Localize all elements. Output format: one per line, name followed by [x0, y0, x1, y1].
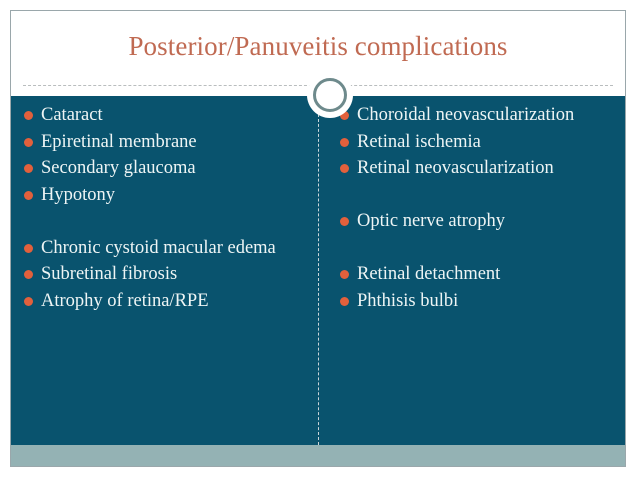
list-item-label: Phthisis bulbi [357, 290, 459, 311]
list-item: Phthisis bulbi [333, 289, 621, 315]
list-item-label: Chronic cystoid macular edema [41, 237, 276, 258]
list-item-label: Retinal neovascularization [357, 158, 554, 178]
left-bullet-spacer [17, 209, 309, 235]
right-bullet-spacer [333, 236, 621, 262]
list-item: Retinal neovascularization [333, 156, 621, 182]
circle-ring-icon [313, 78, 347, 112]
list-item: Retinal ischemia [333, 130, 621, 156]
list-item-label: Choroidal neovascularization [357, 105, 575, 125]
bullet-dot-icon [24, 111, 33, 120]
list-item: Chronic cystoid macular edema [17, 236, 309, 262]
bullet-dot-icon [340, 270, 349, 279]
list-item-label: Retinal detachment [357, 264, 501, 284]
list-item: Epiretinal membrane [17, 130, 309, 156]
bullet-dot-icon [24, 296, 33, 306]
slide-frame: Posterior/Panuveitis complications Catar… [10, 10, 626, 467]
list-item-label: Optic nerve atrophy [357, 211, 505, 231]
bullet-dot-icon [24, 190, 33, 200]
bullet-dot-icon [24, 164, 33, 173]
bullet-dot-icon [340, 296, 349, 306]
list-item-label: Atrophy of retina/RPE [41, 290, 209, 311]
slide-bottom-band [11, 445, 625, 466]
list-item: Cataract [17, 103, 309, 129]
list-item: Secondary glaucoma [17, 156, 309, 182]
bullet-dot-icon [24, 137, 33, 147]
list-item: Optic nerve atrophy [333, 209, 621, 235]
bullet-dot-icon [340, 137, 349, 147]
list-item-label: Secondary glaucoma [41, 158, 196, 178]
list-item-label: Retinal ischemia [357, 131, 481, 152]
list-item: Choroidal neovascularization [333, 103, 621, 129]
list-item: Subretinal fibrosis [17, 262, 309, 288]
list-item: Retinal detachment [333, 262, 621, 288]
list-item: Atrophy of retina/RPE [17, 289, 309, 315]
bullet-dot-icon [340, 217, 349, 226]
bullet-dot-icon [340, 111, 349, 120]
list-item-label: Epiretinal membrane [41, 131, 197, 152]
list-item-label: Hypotony [41, 184, 115, 205]
list-item-label: Subretinal fibrosis [41, 264, 178, 284]
page-title: Posterior/Panuveitis complications [128, 31, 508, 61]
column-divider [318, 109, 319, 445]
bullet-dot-icon [24, 243, 33, 253]
bullet-dot-icon [24, 270, 33, 279]
list-item: Hypotony [17, 183, 309, 209]
bullet-dot-icon [340, 164, 349, 173]
slide-title-area: Posterior/Panuveitis complications [11, 11, 625, 86]
list-item-label: Cataract [41, 105, 103, 125]
right-bullet-spacer [333, 183, 621, 209]
